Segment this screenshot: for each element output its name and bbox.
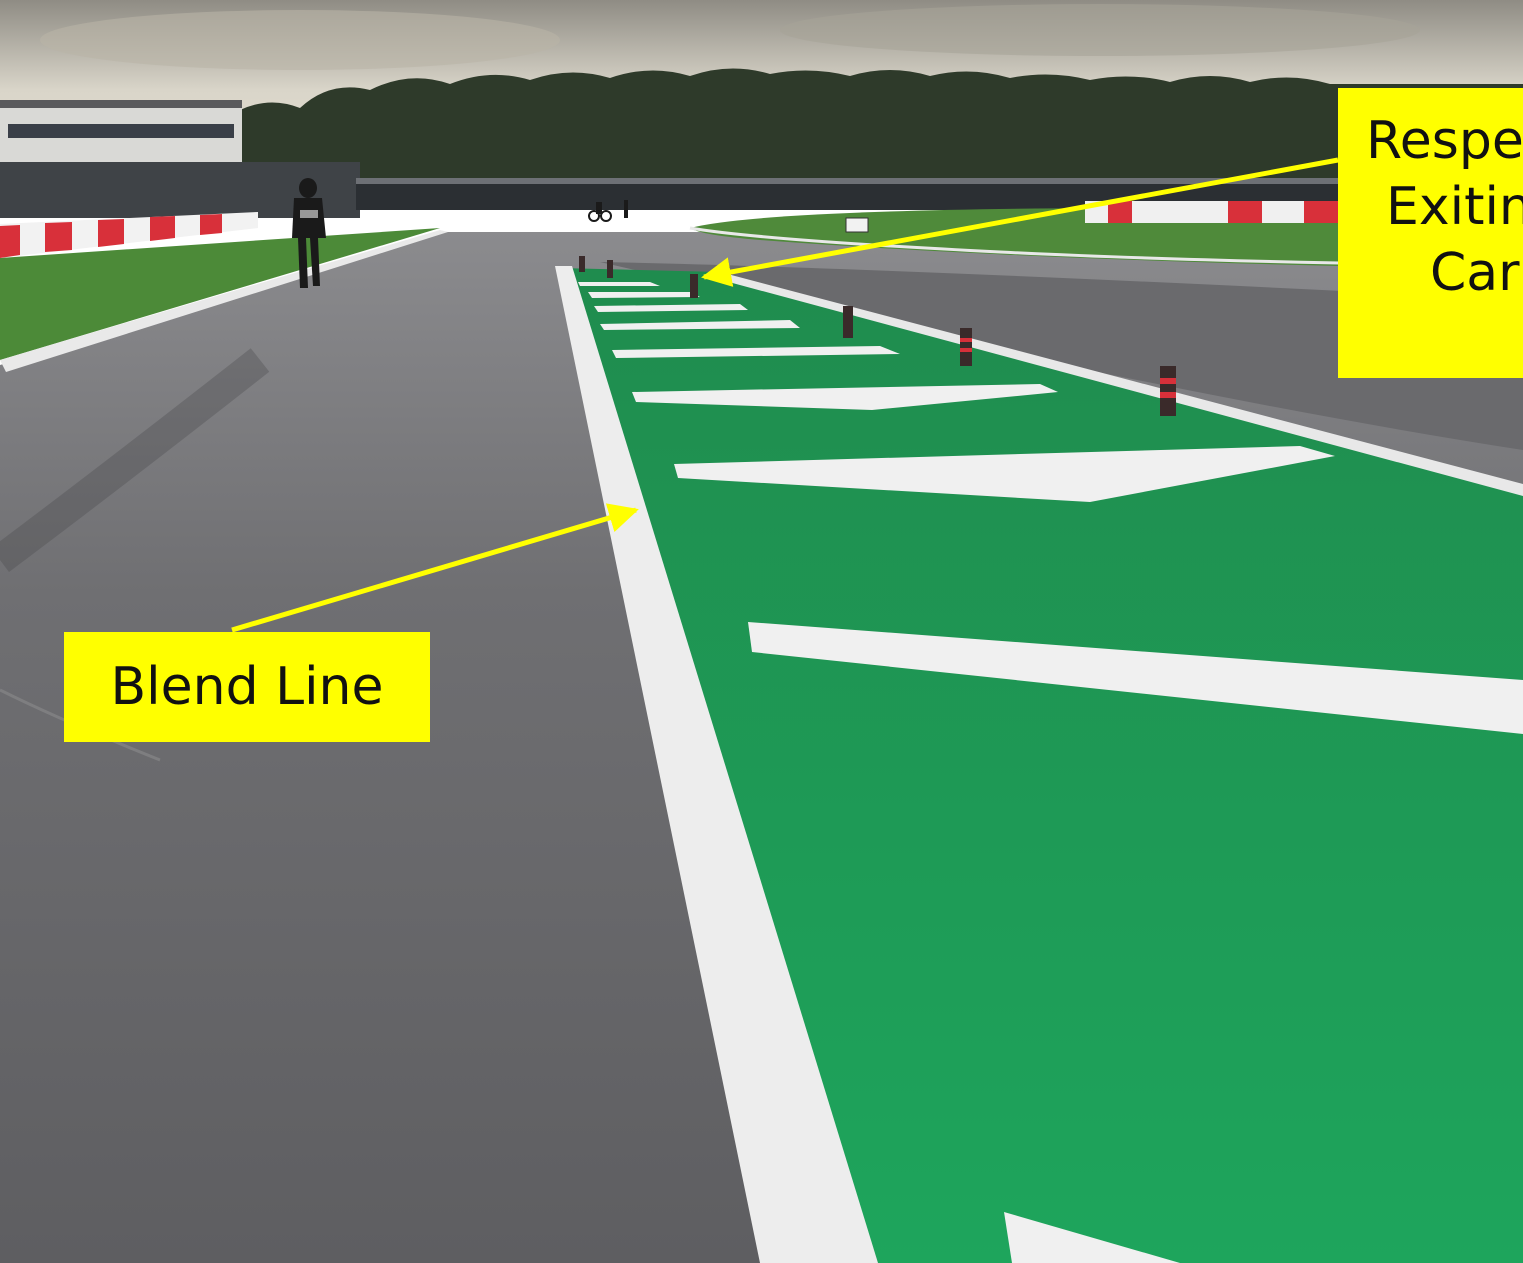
person-walking [292,178,326,288]
bollard [960,328,972,366]
blend-line-arrow [231,503,639,633]
cloud [780,4,1420,56]
left-track-edge-line [0,230,448,372]
left-grass [0,228,440,360]
chevrons [578,282,1523,1263]
exiting-cars-line-1: Respe [1366,111,1523,171]
exiting-cars-line-2: Exitin [1386,177,1523,237]
blend-line-label: Blend Line [110,657,384,717]
bollards [579,256,1176,416]
bollard [607,260,613,278]
grandstand-windows [8,124,234,138]
cyclist [588,200,628,222]
exiting-cars-callout: Respe Exitin Car [1338,88,1523,378]
exiting-cars-line-3: Car [1430,243,1520,303]
left-kerb [0,212,258,258]
tyre-marks [0,348,270,572]
bollard [843,306,853,338]
exiting-cars-arrow [701,157,1339,287]
cloud [40,10,560,70]
bollard [690,274,698,298]
blend-line-callout: Blend Line [64,632,430,742]
green-zone-edge-line [714,272,1523,496]
track-sign [845,217,869,233]
tree-line [110,68,1523,190]
distant-barrier-top [356,178,1523,184]
grandstand-roof [0,100,242,108]
bollard [1160,366,1176,416]
bollard [579,256,585,272]
